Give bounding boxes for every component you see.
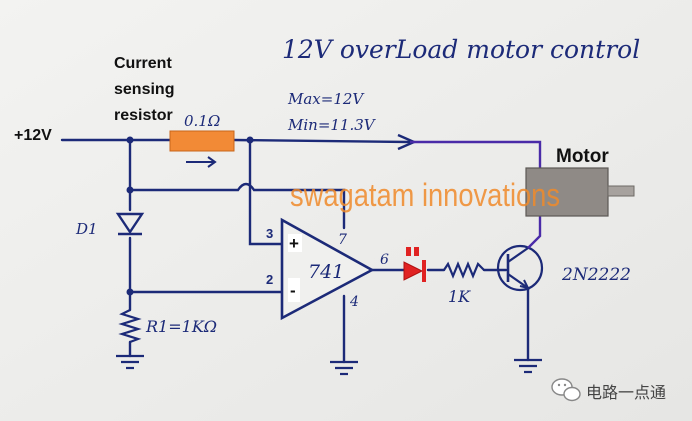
motor-label: Motor [556, 146, 609, 167]
diode-d1 [115, 212, 145, 236]
wiring [60, 138, 530, 364]
opamp-plus-sign: + [289, 234, 299, 253]
ground-r1 [116, 354, 144, 370]
motor-shaft [607, 185, 635, 197]
base-resistor [443, 261, 485, 279]
motor-body [525, 167, 609, 217]
r1-label: R1=1KΩ [145, 317, 217, 336]
brand-text: 电路一点通 [586, 383, 666, 402]
sense-arrow [186, 156, 217, 168]
watermark: swagatam innovations [290, 177, 560, 213]
led [403, 247, 426, 282]
max-voltage: Max=12V [287, 90, 365, 108]
min-voltage: Min=11.3V [287, 116, 377, 134]
sense-label-line3: resistor [114, 107, 173, 124]
opamp-741 [280, 217, 375, 321]
resistor-value: 0.1Ω [184, 112, 220, 130]
pin-2-label: 2 [266, 272, 273, 287]
pin-3-label: 3 [266, 226, 273, 241]
resistor-r1 [118, 309, 142, 344]
sense-label-line1: Current [114, 55, 172, 72]
diagram-title: 12V overLoad motor control [282, 35, 640, 64]
plus-patch [288, 234, 302, 252]
wechat-icon [551, 378, 581, 402]
pin-4-label: 4 [349, 294, 359, 310]
sense-label-line2: sensing [114, 81, 174, 98]
transistor-2n2222 [496, 244, 544, 292]
opamp-label: 741 [308, 261, 344, 283]
motor-wire [410, 140, 542, 249]
diode-label: D1 [75, 220, 98, 238]
pin-7-label: 7 [338, 232, 347, 248]
transistor-label: 2N2222 [561, 265, 631, 285]
pin-6-label: 6 [380, 252, 389, 268]
ground-transistor [514, 358, 542, 374]
ground-opamp [330, 360, 358, 376]
opamp-minus-sign: - [290, 281, 296, 300]
base-resistor-label: 1K [448, 287, 471, 306]
minus-patch [288, 278, 300, 302]
current-sensing-resistor [169, 130, 235, 152]
junction-dots [126, 136, 254, 296]
supply-label: +12V [14, 127, 52, 144]
